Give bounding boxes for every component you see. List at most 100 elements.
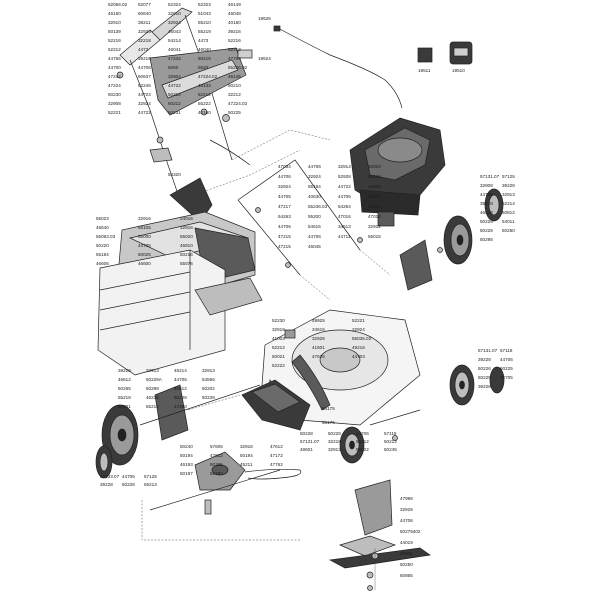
- part-number-label: 52216: [108, 38, 121, 43]
- grass-bag: [97, 211, 263, 376]
- part-number-label: 44700: [108, 65, 121, 70]
- part-number-label: 57131.07: [300, 439, 320, 444]
- part-number-label: 46612: [118, 377, 131, 382]
- part-number-label: 47704: [228, 56, 241, 61]
- part-number-label: 38211: [138, 20, 151, 25]
- part-number-label: 57133.07: [100, 474, 120, 479]
- part-number-label: 47016: [338, 214, 351, 219]
- part-number-label: 51043: [198, 11, 211, 16]
- part-number-label: 19511: [418, 68, 431, 73]
- part-number-label: 57125: [502, 174, 515, 179]
- part-number-label: 50225: [478, 375, 491, 380]
- part-number-label: 39216: [138, 56, 151, 61]
- part-number-label: 55076: [180, 261, 193, 266]
- part-number-label: 44722: [338, 184, 351, 189]
- part-number-label: 44706: [356, 431, 369, 436]
- part-number-label: 50250: [400, 562, 413, 567]
- part-number-label: 50279402: [400, 529, 421, 534]
- part-number-label: 55192: [210, 471, 223, 476]
- part-number-label: 39228: [118, 368, 131, 373]
- part-number-label: 47625: [312, 354, 325, 359]
- part-number-label: 32924: [138, 101, 151, 106]
- part-number-label: 50210: [228, 83, 241, 88]
- part-number-label: 50225: [228, 110, 241, 115]
- part-number-label: 55219: [198, 29, 211, 34]
- part-number-label: 32929: [368, 164, 381, 169]
- part-number-label: 32908: [480, 183, 493, 188]
- part-number-label: 44706: [500, 357, 513, 362]
- part-number-label: 44705: [138, 243, 151, 248]
- part-number-label: 55222: [198, 101, 211, 106]
- part-number-label: 55184: [96, 252, 109, 257]
- part-number-label: 50212: [168, 92, 181, 97]
- part-number-label: 54320: [168, 172, 181, 177]
- part-number-label: 32926: [312, 336, 325, 341]
- part-number-label: 50250: [502, 228, 515, 233]
- part-number-label: 50021: [272, 354, 285, 359]
- part-number-label: 39228: [502, 183, 515, 188]
- part-number-label: 32923: [138, 29, 151, 34]
- part-number-label: 32218: [138, 38, 151, 43]
- part-number-label: 46910: [180, 243, 193, 248]
- part-number-label: 50222: [356, 447, 369, 452]
- part-number-label: 32916: [138, 216, 151, 221]
- part-number-label: 52212: [198, 92, 211, 97]
- part-number-label: 47224.02: [198, 74, 218, 79]
- part-number-label: 50197: [180, 471, 193, 476]
- part-number-label: 32928: [368, 184, 381, 189]
- part-number-label: 19524: [258, 56, 271, 61]
- part-number-label: 40160: [228, 20, 241, 25]
- part-number-label: 39228: [480, 201, 493, 206]
- mower-deck: [261, 309, 421, 431]
- part-number-label: 32924: [352, 327, 365, 332]
- part-number-label: 44707: [368, 194, 381, 199]
- part-number-label: 50228: [300, 431, 313, 436]
- part-number-label: 44723: [138, 92, 151, 97]
- part-number-label: 55200: [308, 214, 321, 219]
- part-number-label: 50220: [96, 243, 109, 248]
- part-number-label: 46149: [228, 2, 241, 7]
- part-number-label: 46048: [228, 11, 241, 16]
- part-number-label: 46812: [174, 386, 187, 391]
- part-number-label: 55226.02: [228, 65, 248, 70]
- part-number-label: 32916: [180, 225, 193, 230]
- part-number-label: 52212: [272, 345, 285, 350]
- part-number-label: 50228: [174, 395, 187, 400]
- part-number-label: 50228: [480, 219, 493, 224]
- part-number-label: 44706: [338, 194, 351, 199]
- part-number-label: 46133: [198, 83, 211, 88]
- part-number-label: 50225: [500, 366, 513, 371]
- part-number-label: 60640: [138, 11, 151, 16]
- part-number-label: 32913: [146, 368, 159, 373]
- part-number-label: 55213: [144, 482, 157, 487]
- part-number-label: 44722: [138, 110, 151, 115]
- small-parts: [417, 41, 473, 65]
- part-number-label: 44706: [174, 377, 187, 382]
- part-number-label: 46041: [168, 47, 181, 52]
- part-number-label: 46045: [308, 244, 321, 249]
- part-number-label: 47250: [174, 404, 187, 409]
- part-number-label: 47242: [168, 56, 181, 61]
- part-number-label: 32212: [228, 92, 241, 97]
- part-number-label: 57131.07: [478, 348, 498, 353]
- part-number-label: 5520: [198, 65, 209, 70]
- part-number-label: 60230: [108, 92, 121, 97]
- part-number-label: 55236.03: [308, 204, 328, 209]
- part-number-label: 6060: [168, 65, 179, 70]
- part-number-label: 46911: [400, 551, 413, 556]
- blade-assembly: [328, 479, 431, 591]
- part-number-label: 50285: [210, 462, 223, 467]
- part-number-label: 50216: [180, 252, 193, 257]
- part-number-label: 44722: [168, 83, 181, 88]
- part-number-label: 47762: [270, 462, 283, 467]
- part-number-label: 46145: [228, 74, 241, 79]
- part-number-label: 55035.02: [352, 336, 372, 341]
- part-number-label: 54556: [202, 377, 215, 382]
- part-number-label: 44705: [278, 194, 291, 199]
- part-number-label: 50228: [202, 395, 215, 400]
